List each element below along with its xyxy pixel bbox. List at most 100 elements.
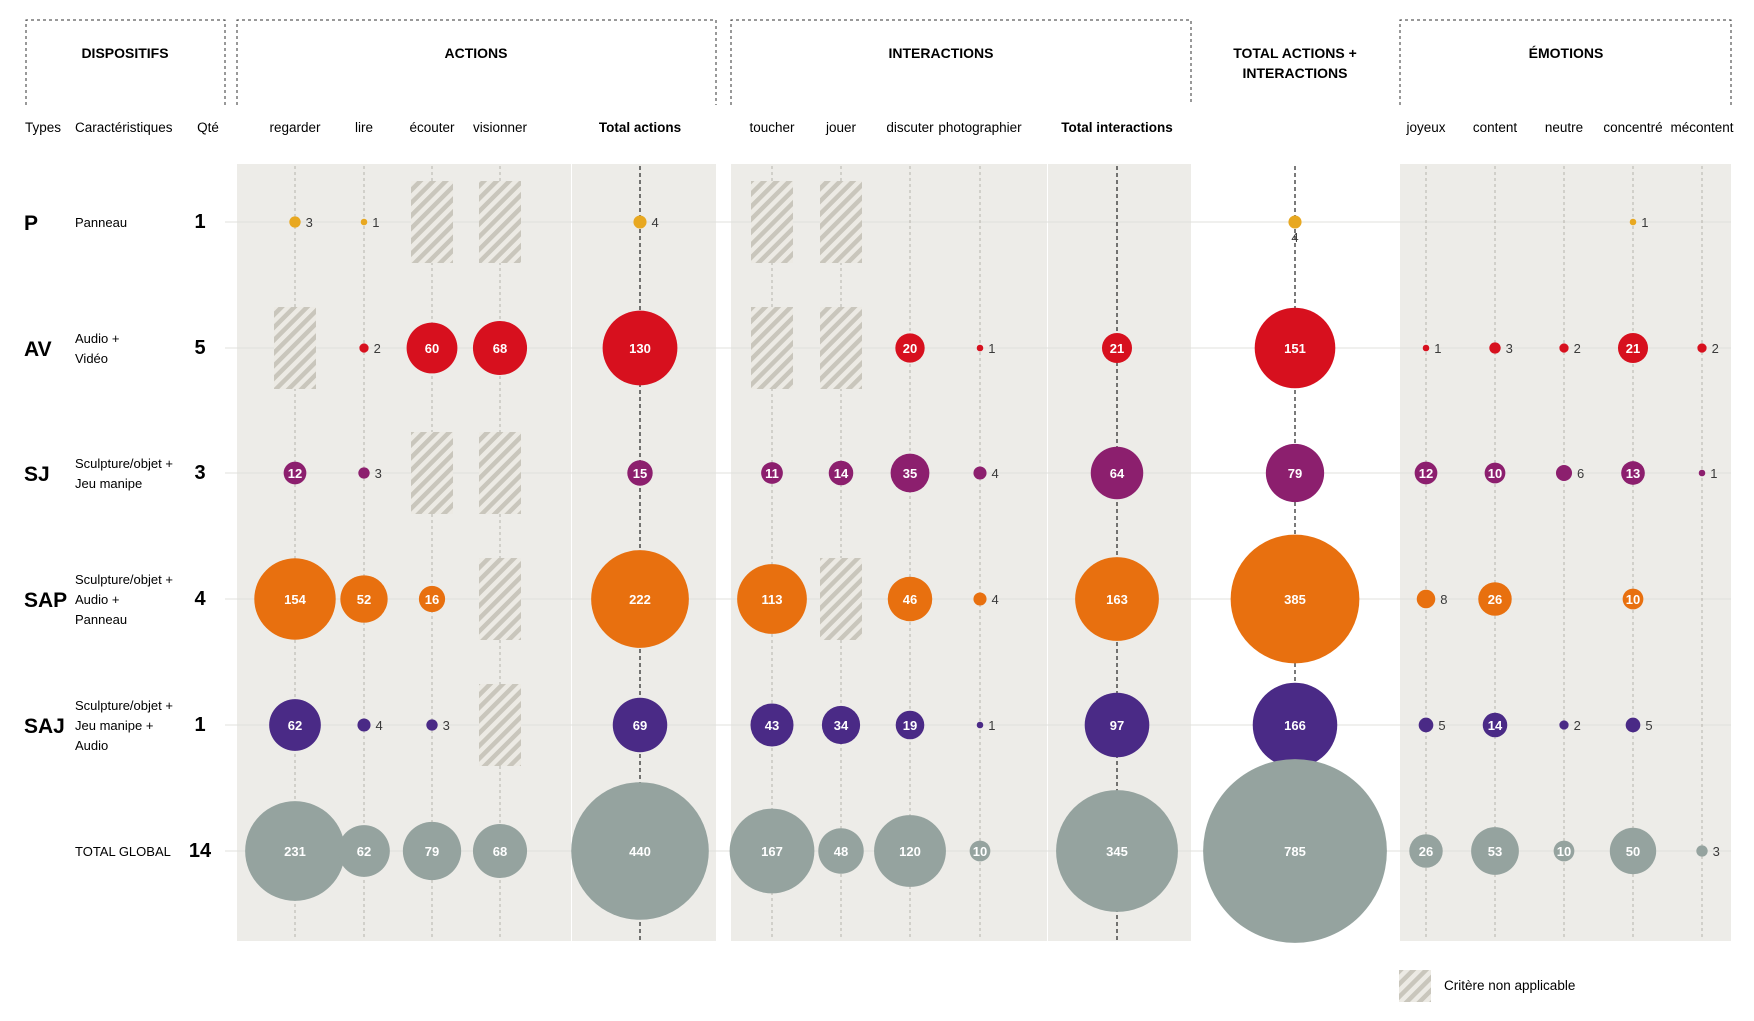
value-label-sj-concentre: 13 (1626, 466, 1640, 481)
bubble-p-total_ai (1288, 215, 1302, 229)
value-label-sj-joyeux: 12 (1419, 466, 1433, 481)
bubble-sj-total_ai (1265, 443, 1325, 503)
row-caracteristique-av-0: Audio + (75, 331, 119, 346)
row-caracteristique-av-1: Vidéo (75, 351, 108, 366)
value-label-total-joyeux: 26 (1419, 844, 1433, 859)
header-caracteristiques: Caractéristiques (75, 120, 173, 135)
bubble-sj-total_interactions (1090, 446, 1144, 500)
bubble-p-regarder (289, 216, 301, 228)
value-label-saj-content: 14 (1488, 718, 1503, 733)
column-header-concentre: concentré (1603, 120, 1662, 135)
bubble-total-neutre (1553, 840, 1575, 862)
bubble-sj-regarder (283, 461, 307, 485)
bubble-sap-ecouter (418, 585, 446, 613)
value-label-sap-ecouter: 16 (425, 592, 439, 607)
value-label-sj-lire: 3 (375, 466, 382, 481)
bubble-sap-total_ai (1230, 534, 1360, 664)
value-label-total-jouer: 48 (834, 844, 848, 859)
bubble-sj-photographier (973, 466, 987, 480)
column-header-lire: lire (355, 120, 373, 135)
bubble-saj-jouer (821, 705, 861, 745)
row-caracteristique-saj-1: Jeu manipe + (75, 718, 153, 733)
row-qte-sj: 3 (194, 462, 205, 484)
value-label-p-regarder: 3 (306, 215, 313, 230)
value-label-saj-ecouter: 3 (443, 718, 450, 733)
bubble-total-jouer (818, 828, 864, 874)
value-label-p-concentre: 1 (1641, 215, 1648, 230)
bubble-av-lire (359, 343, 369, 353)
bubble-sj-jouer (828, 460, 854, 486)
bubble-av-discuter (895, 333, 925, 363)
value-label-sj-neutre: 6 (1577, 466, 1584, 481)
group-title-total-line2: INTERACTIONS (1243, 65, 1348, 81)
value-label-sap-discuter: 46 (903, 592, 917, 607)
bubble-total-mecontent (1696, 845, 1708, 857)
value-label-total-toucher: 167 (761, 844, 783, 859)
row-type-sj: SJ (24, 463, 50, 486)
value-label-saj-joyeux: 5 (1438, 718, 1445, 733)
value-label-av-total_actions: 130 (629, 341, 651, 356)
bubble-sap-total_actions (591, 550, 689, 648)
bubble-total-concentre (1609, 827, 1657, 875)
value-label-sj-discuter: 35 (903, 466, 917, 481)
bubble-p-lire (360, 218, 368, 226)
bubble-sap-lire (340, 575, 388, 623)
value-label-total-mecontent: 3 (1713, 844, 1720, 859)
bubble-saj-total_interactions (1084, 692, 1150, 758)
row-caracteristique-sj-1: Jeu manipe (75, 476, 142, 491)
not-applicable-p-ecouter (411, 181, 453, 263)
bubble-av-total_interactions (1101, 332, 1133, 364)
row-caracteristique-sap-0: Sculpture/objet + (75, 572, 173, 587)
column-header-total_interactions: Total interactions (1061, 120, 1173, 135)
not-applicable-p-jouer (820, 181, 862, 263)
bubble-saj-total_actions (612, 697, 668, 753)
value-label-saj-total_interactions: 97 (1110, 718, 1124, 733)
bubble-saj-photographier (976, 721, 984, 729)
row-caracteristique-sap-1: Audio + (75, 592, 119, 607)
not-applicable-saj-visionner (479, 684, 521, 766)
bubble-sj-concentre (1621, 461, 1645, 485)
not-applicable-av-toucher (751, 307, 793, 389)
bubble-p-concentre (1629, 218, 1637, 226)
bubble-av-total_ai (1254, 307, 1336, 389)
value-label-sap-lire: 52 (357, 592, 371, 607)
value-label-sj-total_actions: 15 (633, 466, 647, 481)
value-label-total-total_interactions: 345 (1106, 844, 1128, 859)
bubble-saj-concentre (1625, 717, 1641, 733)
emotions-header-box (1399, 19, 1732, 105)
value-label-av-photographier: 1 (988, 341, 995, 356)
bubble-sj-neutre (1555, 464, 1573, 482)
value-label-sap-concentre: 10 (1626, 592, 1640, 607)
bubble-sj-mecontent (1698, 469, 1706, 477)
bubble-total-total_ai (1203, 759, 1387, 943)
bubble-sj-discuter (890, 453, 930, 493)
column-header-total_actions: Total actions (599, 120, 681, 135)
value-label-saj-total_actions: 69 (633, 718, 647, 733)
row-qte-av: 5 (194, 337, 205, 359)
bubble-saj-lire (357, 718, 371, 732)
bubble-saj-regarder (269, 699, 321, 751)
row-qte-saj: 1 (194, 714, 205, 736)
row-caracteristique-sj-0: Sculpture/objet + (75, 456, 173, 471)
value-label-saj-jouer: 34 (834, 718, 849, 733)
not-applicable-sap-jouer (820, 558, 862, 640)
value-label-total-regarder: 231 (284, 844, 306, 859)
value-label-sap-content: 26 (1488, 592, 1502, 607)
value-label-sj-photographier: 4 (992, 466, 999, 481)
legend-hatch-swatch (1399, 970, 1431, 1002)
bubble-av-photographier (976, 344, 984, 352)
bubble-av-visionner (472, 320, 528, 376)
row-caracteristique-total-0: TOTAL GLOBAL (75, 844, 171, 859)
actions-header-box (236, 19, 717, 105)
value-label-total-total_ai: 785 (1284, 844, 1306, 859)
value-label-sap-joyeux: 8 (1440, 592, 1447, 607)
bubble-total-ecouter (402, 821, 462, 881)
value-label-total-ecouter: 79 (425, 844, 439, 859)
bubble-sap-joyeux (1416, 589, 1436, 609)
row-type-p: P (24, 212, 38, 235)
value-label-p-total_ai: 4 (1291, 230, 1298, 245)
bubble-av-mecontent (1697, 343, 1707, 353)
not-applicable-marks (274, 181, 862, 766)
